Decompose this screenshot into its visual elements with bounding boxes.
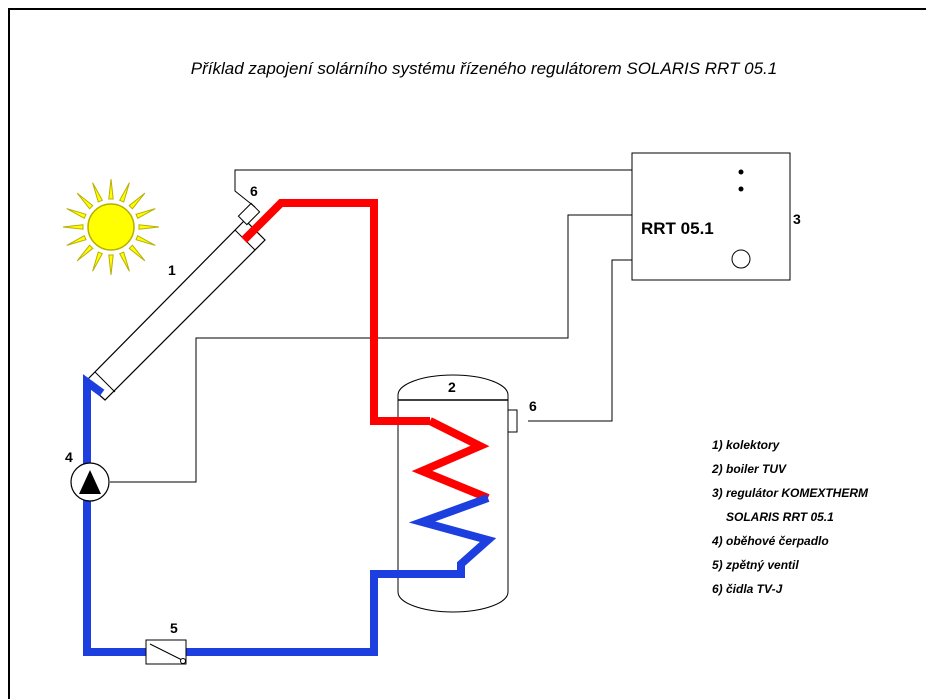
controller-knob bbox=[731, 249, 751, 269]
legend: 1) kolektory 2) boiler TUV 3) regulátor … bbox=[711, 438, 869, 596]
legend-item-1: 1) kolektory bbox=[712, 438, 781, 452]
diagram-title: Příklad zapojení solárního systému řízen… bbox=[191, 59, 777, 78]
legend-item-6: 6) čidla TV-J bbox=[712, 582, 783, 596]
label-collector-1: 1 bbox=[168, 262, 176, 278]
wire-collector-sensor bbox=[234, 169, 632, 208]
sun-ray bbox=[66, 234, 87, 246]
controller-box bbox=[631, 152, 791, 281]
label-controller-3: 3 bbox=[793, 211, 801, 227]
sun-ray bbox=[135, 208, 156, 220]
wire-pump bbox=[110, 214, 632, 483]
sun-ray bbox=[108, 178, 114, 200]
legend-item-3: 3) regulátor KOMEXTHERM bbox=[712, 486, 869, 500]
sun-ray bbox=[128, 244, 146, 262]
boiler-sensor bbox=[507, 409, 518, 433]
collector-divider-bottom bbox=[94, 371, 116, 393]
pump bbox=[70, 462, 110, 502]
sun-disc bbox=[87, 203, 135, 251]
legend-item-2: 2) boiler TUV bbox=[711, 462, 787, 476]
check-valve-seat bbox=[149, 643, 183, 661]
sun-ray bbox=[92, 182, 104, 203]
label-sensor-boiler-6: 6 bbox=[529, 398, 537, 414]
sun-ray bbox=[135, 234, 156, 246]
label-boiler-2: 2 bbox=[448, 379, 456, 395]
controller-led-top bbox=[738, 169, 744, 175]
sun-ray bbox=[76, 192, 94, 210]
cold-return-pipe bbox=[186, 494, 497, 656]
sun-ray bbox=[108, 254, 114, 276]
sun-rays bbox=[62, 178, 160, 276]
controller-label: RRT 05.1 bbox=[641, 219, 714, 238]
legend-item-4: 4) oběhové čerpadlo bbox=[711, 534, 829, 548]
legend-item-5: 5) zpětný ventil bbox=[712, 558, 799, 572]
label-pump-4: 4 bbox=[65, 449, 73, 465]
cold-feed-pipe bbox=[83, 374, 146, 656]
sun-ray bbox=[76, 244, 94, 262]
sun-icon bbox=[62, 178, 160, 276]
hot-supply-pipe bbox=[241, 199, 430, 425]
sun-ray bbox=[138, 224, 160, 230]
boiler-tank bbox=[397, 374, 509, 613]
wire-boiler-sensor bbox=[528, 259, 632, 422]
sun-ray bbox=[118, 251, 130, 272]
sun-ray bbox=[128, 192, 146, 210]
sun-ray bbox=[92, 251, 104, 272]
sun-ray bbox=[118, 182, 130, 203]
check-valve-ball bbox=[180, 658, 186, 664]
label-valve-5: 5 bbox=[170, 620, 178, 636]
label-sensor-collector-6: 6 bbox=[250, 183, 258, 199]
figure-frame bbox=[8, 8, 926, 699]
controller-led-bottom bbox=[738, 186, 744, 192]
check-valve bbox=[145, 639, 187, 665]
sun-ray bbox=[66, 208, 87, 220]
pump-arrow-icon bbox=[79, 470, 101, 494]
legend-item-3b: SOLARIS RRT 05.1 bbox=[726, 510, 834, 524]
collector-sensor bbox=[237, 202, 261, 226]
hot-coil bbox=[411, 417, 490, 502]
sun-ray bbox=[62, 224, 84, 230]
